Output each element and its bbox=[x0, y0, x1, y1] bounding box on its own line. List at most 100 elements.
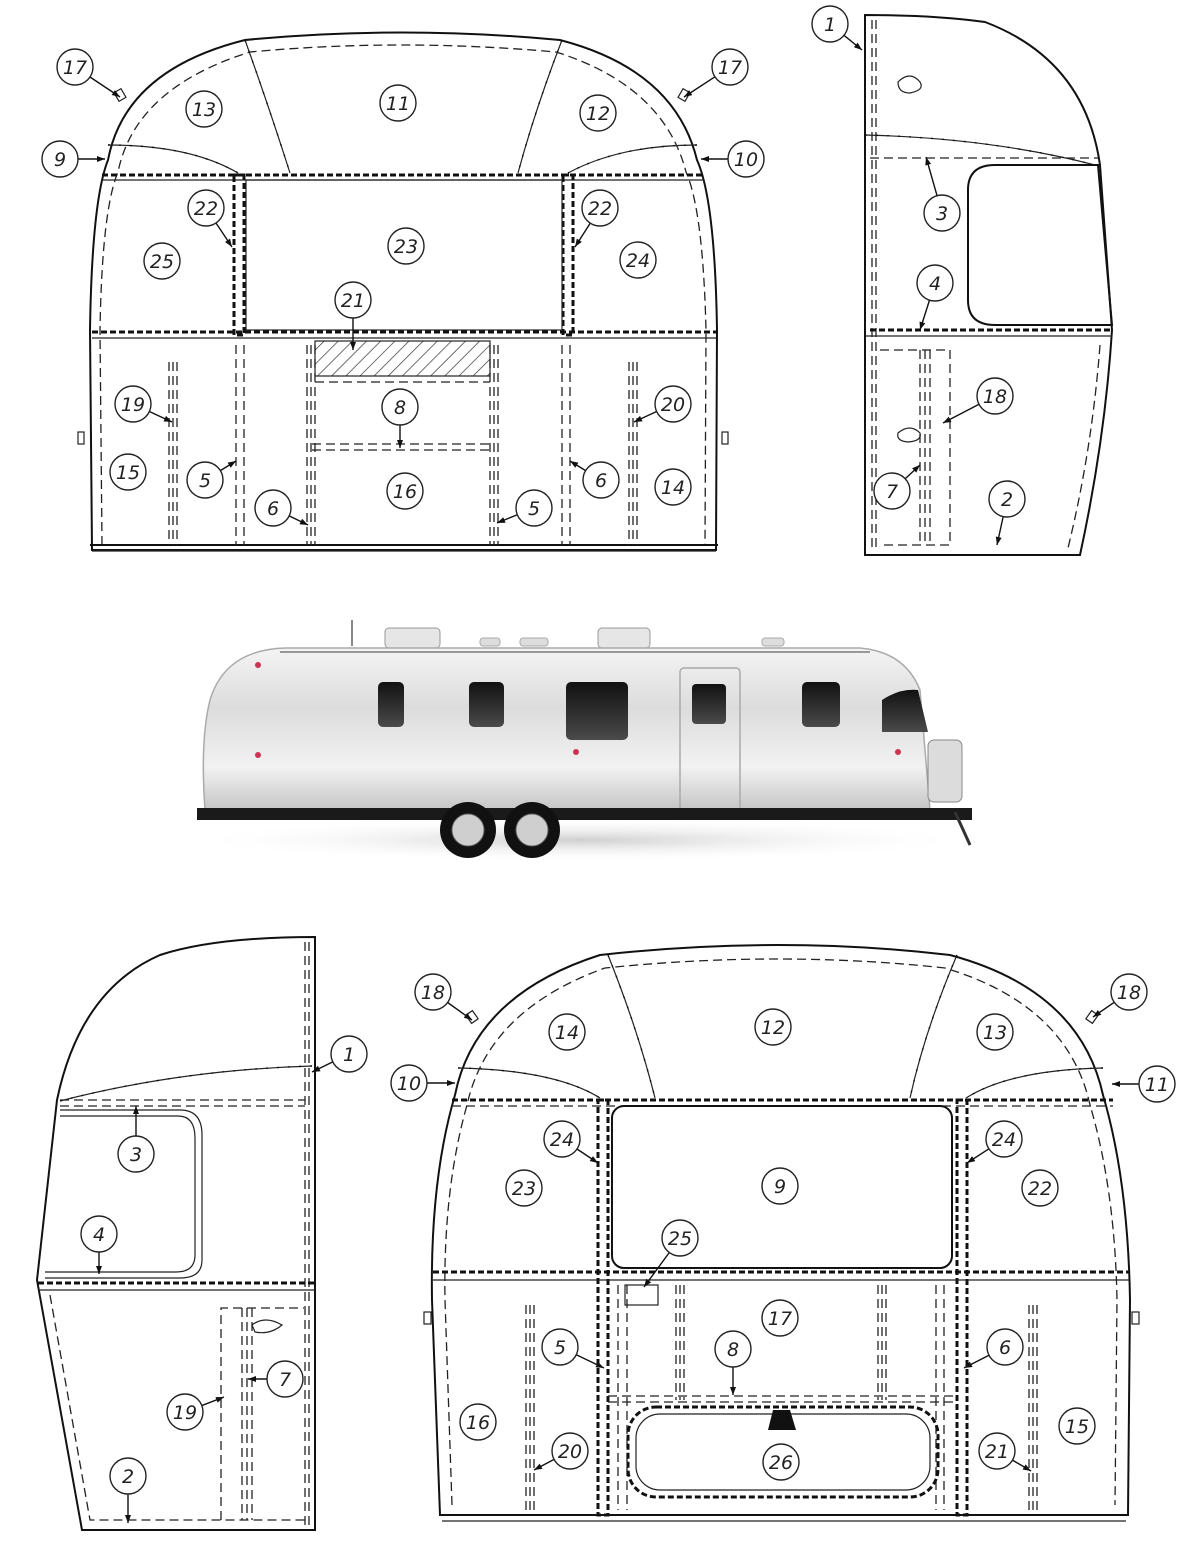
rear-side-window-frame-inner bbox=[45, 1115, 196, 1273]
callout-number: 10 bbox=[397, 1073, 421, 1095]
arrowhead-icon bbox=[995, 536, 1002, 545]
callout-circle bbox=[56, 48, 94, 86]
front-left-clearance-light bbox=[113, 87, 127, 103]
callout-number: 18 bbox=[983, 386, 1007, 408]
callout-number: 12 bbox=[761, 1017, 785, 1039]
callout-number: 11 bbox=[386, 93, 410, 115]
callout-4: 4 bbox=[80, 1215, 118, 1274]
callout-circle bbox=[811, 5, 849, 43]
roof-vent bbox=[519, 637, 549, 647]
callout-circle bbox=[541, 1328, 579, 1366]
callout-9: 9 bbox=[761, 1167, 799, 1205]
callout-number: 12 bbox=[586, 103, 610, 125]
callout-20: 20 bbox=[633, 385, 692, 423]
callout-circle bbox=[976, 377, 1014, 415]
front-side-handle-bottom bbox=[897, 427, 921, 443]
callout-6: 6 bbox=[569, 460, 620, 499]
callout-circle bbox=[1021, 1169, 1059, 1207]
callout-12: 12 bbox=[754, 1008, 792, 1046]
front-rivets bbox=[517, 39, 563, 174]
arrowhead-icon bbox=[215, 1397, 224, 1403]
callout-10: 10 bbox=[390, 1064, 455, 1102]
callout-number: 20 bbox=[558, 1441, 582, 1463]
arrowhead-icon bbox=[248, 1376, 256, 1382]
trailer-frame bbox=[197, 808, 972, 820]
callout-number: 1 bbox=[824, 14, 836, 36]
front-inner-line bbox=[99, 44, 707, 546]
callout-22: 22 bbox=[187, 189, 233, 248]
front-side-window bbox=[967, 164, 1114, 326]
callout-circle bbox=[187, 189, 225, 227]
arrowhead-icon bbox=[96, 1266, 102, 1274]
callout-number: 13 bbox=[983, 1022, 1007, 1044]
callout-number: 26 bbox=[769, 1452, 793, 1474]
marker-light bbox=[255, 662, 261, 668]
callout-number: 24 bbox=[626, 250, 650, 272]
arrowhead-icon bbox=[299, 518, 308, 525]
callout-17: 17 bbox=[683, 48, 749, 98]
callout-circle bbox=[379, 84, 417, 122]
callout-5: 5 bbox=[186, 460, 237, 499]
rear-hatch-latch bbox=[768, 1410, 796, 1430]
rear-license-plate-area bbox=[624, 1284, 659, 1306]
callout-7: 7 bbox=[248, 1360, 304, 1398]
rear-left-marker-light bbox=[423, 1311, 432, 1325]
callout-circle bbox=[414, 973, 452, 1011]
callout-circle bbox=[661, 1219, 699, 1257]
callout-number: 20 bbox=[661, 394, 685, 416]
callout-11: 11 bbox=[1112, 1065, 1176, 1103]
front-vertical-ribs bbox=[168, 345, 638, 545]
callout-number: 21 bbox=[985, 1441, 1009, 1463]
front-right-clearance-light bbox=[677, 87, 691, 103]
rear-side-outline bbox=[35, 935, 316, 1531]
callout-circle bbox=[761, 1299, 799, 1337]
callout-13: 13 bbox=[185, 90, 223, 128]
rear-rivets bbox=[909, 954, 958, 1099]
callout-circle bbox=[143, 242, 181, 280]
trailer-shadow bbox=[180, 818, 980, 862]
trailer-window-3 bbox=[566, 682, 628, 740]
rear-rivets bbox=[607, 954, 656, 1099]
callout-circle bbox=[579, 94, 617, 132]
trailer-window-1 bbox=[378, 682, 404, 727]
arrowhead-icon bbox=[912, 465, 920, 473]
arrowhead-icon bbox=[447, 1080, 455, 1086]
callout-18: 18 bbox=[1092, 973, 1148, 1018]
rear-window bbox=[611, 1105, 953, 1269]
callout-3: 3 bbox=[923, 156, 961, 232]
callout-circle bbox=[551, 1432, 589, 1470]
callout-21: 21 bbox=[978, 1432, 1032, 1472]
callout-number: 16 bbox=[393, 481, 417, 503]
roof-ac-unit-2 bbox=[597, 627, 651, 649]
callout-circle bbox=[976, 1013, 1014, 1051]
arrowhead-icon bbox=[967, 1156, 976, 1163]
rear-view bbox=[423, 944, 1140, 1522]
front-left-marker-light bbox=[77, 431, 85, 445]
roof-ac-unit-1 bbox=[384, 627, 441, 649]
rear-storage-hatch bbox=[626, 1405, 940, 1499]
callout-16: 16 bbox=[386, 472, 424, 510]
callout-circle bbox=[873, 472, 911, 510]
callout-circle bbox=[619, 241, 657, 279]
rear-side-handle bbox=[251, 1319, 284, 1334]
arrowhead-icon bbox=[684, 90, 693, 97]
arrowhead-icon bbox=[1112, 1081, 1120, 1087]
callout-number: 6 bbox=[595, 470, 607, 492]
callout-number: 19 bbox=[121, 394, 145, 416]
callout-circle bbox=[109, 453, 147, 491]
trailer-front-window bbox=[882, 689, 928, 732]
trailer-door-window bbox=[692, 684, 726, 724]
callout-number: 19 bbox=[173, 1402, 197, 1424]
arrowhead-icon bbox=[964, 1361, 973, 1368]
rear-mullion-left bbox=[596, 1098, 610, 1517]
callout-2: 2 bbox=[988, 480, 1026, 546]
front-side-cap-seam bbox=[864, 134, 1096, 166]
rear-mullion-right bbox=[955, 1098, 969, 1517]
rear-left-clearance-light bbox=[465, 1009, 479, 1025]
callout-number: 22 bbox=[194, 198, 218, 220]
front-hatched-panel bbox=[314, 340, 491, 377]
callout-6: 6 bbox=[963, 1328, 1024, 1369]
callout-circle bbox=[186, 461, 224, 499]
callout-1: 1 bbox=[311, 1035, 368, 1073]
